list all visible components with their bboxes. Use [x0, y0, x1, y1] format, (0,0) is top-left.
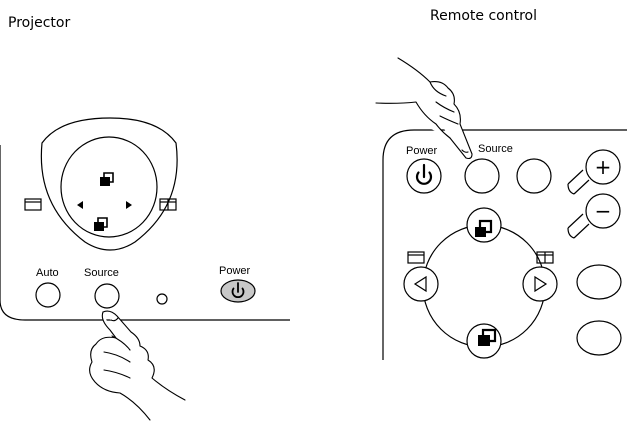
remote-source-label: Source [478, 143, 513, 155]
power-icon [231, 282, 245, 298]
projector-left-arrow-icon[interactable] [77, 201, 83, 209]
remote-source-button[interactable] [464, 158, 500, 194]
projector-indicator-light [156, 293, 168, 305]
remote-volume-down-button[interactable]: − [567, 193, 621, 239]
projector-power-button[interactable] [220, 279, 256, 303]
projector-keystone-down-icon[interactable] [94, 217, 108, 231]
remote-power-button[interactable] [406, 158, 442, 194]
remote-menu-icon [407, 251, 425, 264]
remote-blank-button-top[interactable] [516, 158, 552, 194]
remote-power-label: Power [406, 145, 438, 157]
plus-icon: + [595, 155, 612, 179]
remote-hand-illustration [375, 57, 473, 160]
power-icon [415, 163, 433, 185]
remote-right-button[interactable] [522, 266, 558, 302]
projector-title: Projector [8, 15, 70, 31]
projector-source-button[interactable] [94, 283, 120, 309]
left-arrow-icon [413, 275, 427, 293]
remote-blank-button-middle[interactable] [576, 264, 622, 300]
projector-panel-outline [0, 145, 290, 321]
minus-icon: − [595, 199, 612, 223]
remote-volume-up-button[interactable]: + [567, 149, 621, 195]
remote-keystone-up-button[interactable] [466, 207, 502, 243]
projector-blank-icon [159, 198, 177, 211]
projector-auto-label: Auto [36, 267, 59, 279]
projector-panel: Auto Source Power [0, 117, 290, 321]
keystone-down-icon [478, 328, 497, 346]
projector-auto-button[interactable] [35, 282, 61, 308]
projector-menu-icon [24, 198, 42, 211]
right-arrow-icon [534, 275, 548, 293]
remote-control-panel: Power Source + − [382, 129, 627, 360]
projector-keystone-up-icon[interactable] [100, 172, 114, 186]
remote-control-title: Remote control [430, 8, 537, 24]
projector-keypad-ring [60, 136, 158, 238]
remote-keystone-down-button[interactable] [466, 323, 502, 359]
remote-outline [382, 129, 627, 360]
remote-left-button[interactable] [403, 266, 439, 302]
remote-blank-icon [536, 251, 554, 264]
projector-power-label: Power [219, 265, 251, 277]
remote-blank-button-bottom[interactable] [576, 320, 622, 356]
keystone-up-icon [475, 219, 493, 237]
projector-hand-illustration [89, 310, 186, 421]
projector-source-label: Source [84, 267, 119, 279]
projector-right-arrow-icon[interactable] [126, 201, 132, 209]
